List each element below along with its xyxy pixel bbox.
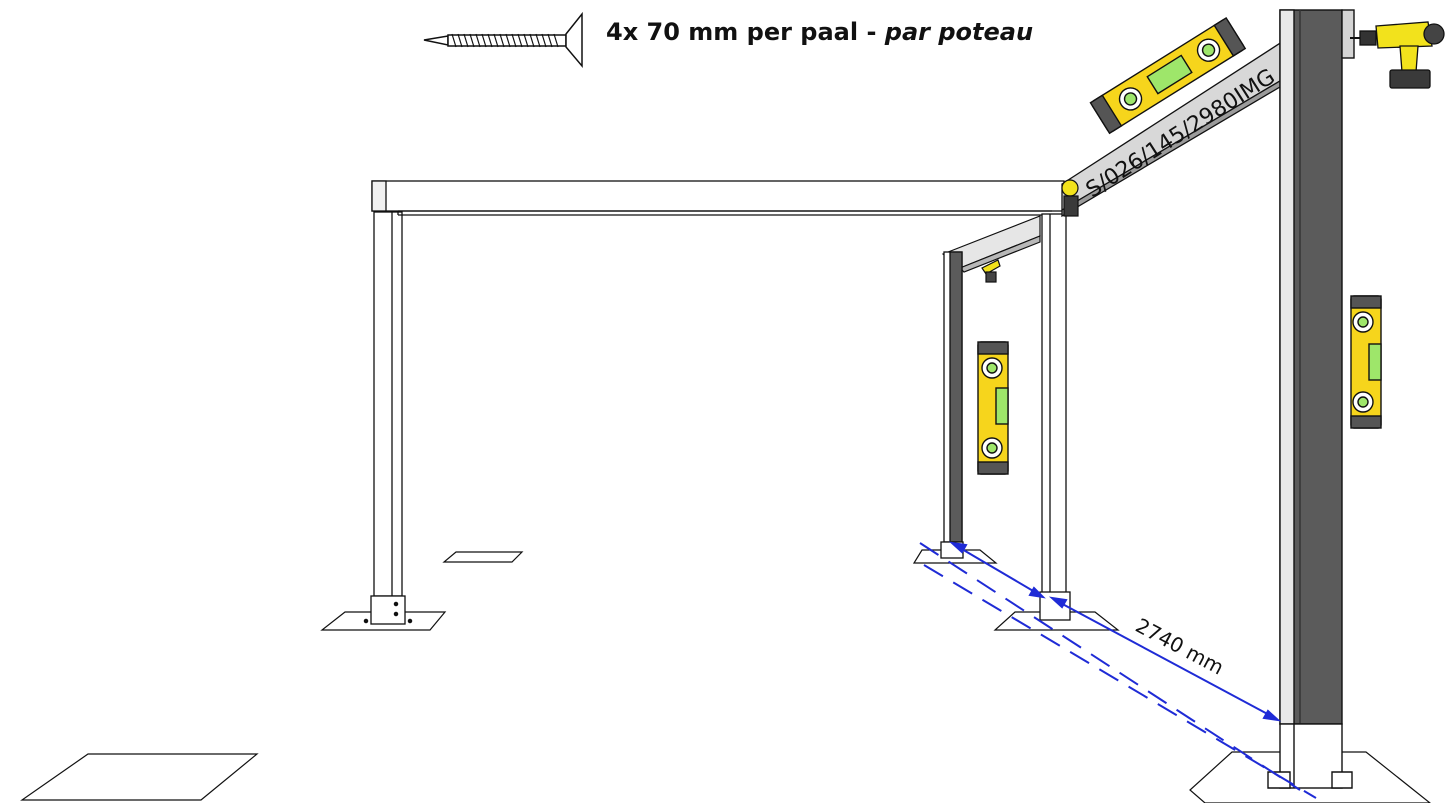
arrowhead-icon [948, 541, 968, 554]
arrowhead-icon [1048, 596, 1068, 609]
joint-clamp [1061, 179, 1079, 217]
post-middle-front [1039, 213, 1071, 621]
spirit-level-icon [1089, 16, 1247, 135]
spirit-level-icon [977, 341, 1009, 475]
clamp-icon [981, 259, 1001, 283]
arrowhead-icon [1028, 586, 1046, 599]
screw-quantity-text: 4x 70 mm per paal - [606, 18, 877, 46]
dimension-arrow-long [1054, 599, 1276, 719]
arrowhead-icon [1262, 709, 1282, 722]
dimension-label: 2740 mm [1132, 613, 1228, 679]
screw-caption: 4x 70 mm per paal - par poteau [606, 18, 1033, 46]
screw-icon [423, 11, 583, 69]
post-middle-back [940, 251, 964, 559]
beam-back [941, 215, 1041, 273]
spirit-level-icon [1350, 295, 1382, 429]
beam-front [371, 180, 1065, 216]
dimension-lines [919, 542, 1317, 799]
post-left [363, 211, 413, 625]
dimension-guide-upper [919, 542, 1301, 791]
screw-french-text: par poteau [884, 18, 1034, 46]
ground-plate-front-left [20, 753, 259, 801]
drill-icon [1350, 21, 1445, 89]
dimension-arrow-short [954, 544, 1041, 596]
dimension-guide-lower [923, 564, 1317, 799]
ground-plate-left-back [442, 551, 524, 563]
post-right [1267, 9, 1355, 789]
